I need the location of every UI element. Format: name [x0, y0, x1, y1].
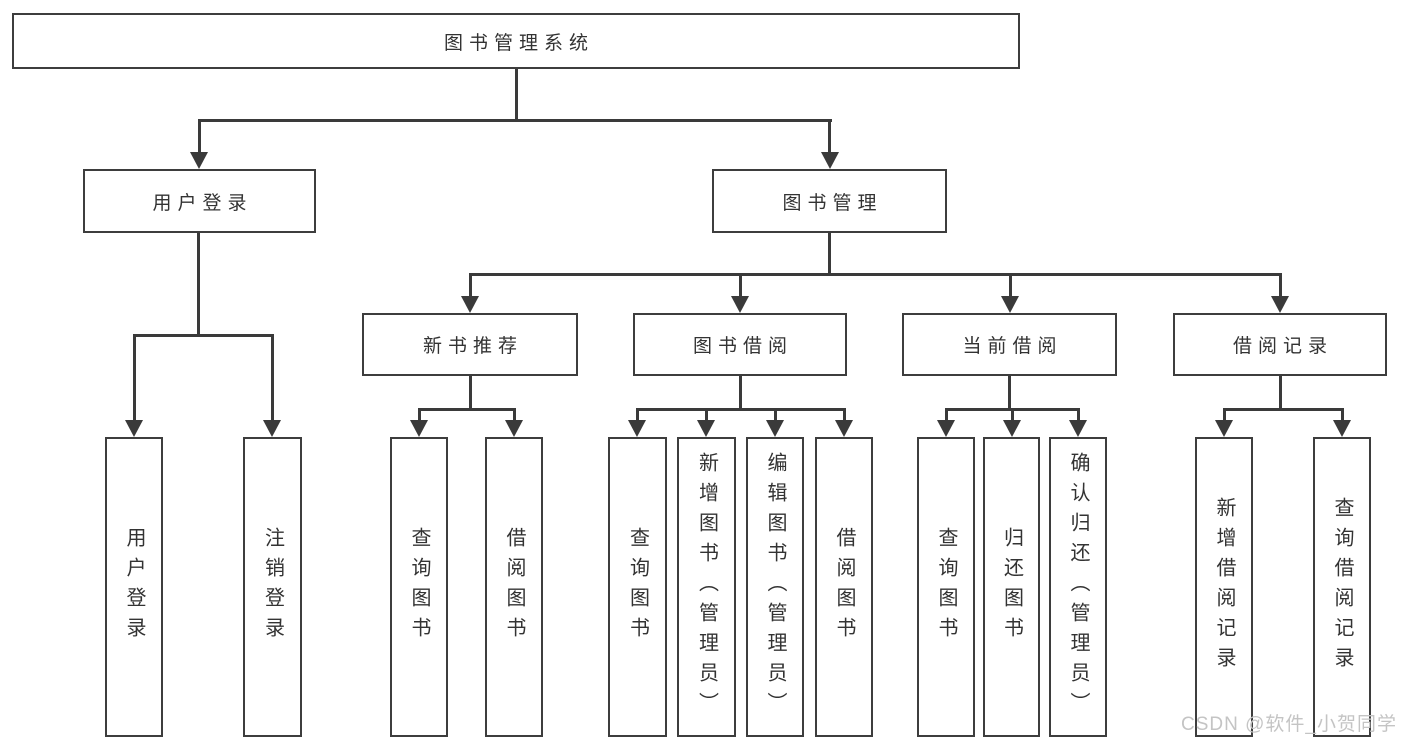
arrow-down-icon	[410, 420, 428, 437]
arrow-down-icon	[1001, 296, 1019, 313]
watermark-text: CSDN @软件_小贺同学	[1181, 714, 1397, 735]
connector-vline	[1008, 376, 1011, 410]
arrow-down-icon	[125, 420, 143, 437]
node-library-management-system: 图书管理系统	[12, 13, 1020, 69]
arrow-down-icon	[628, 420, 646, 437]
connector-vline	[1077, 408, 1080, 422]
connector-hline	[1223, 408, 1344, 411]
connector-vline	[515, 69, 518, 122]
connector-vline	[271, 334, 274, 421]
connector-vline	[1009, 273, 1012, 299]
arrow-down-icon	[1069, 420, 1087, 437]
leaf-return-books: 归还图书	[983, 437, 1040, 737]
connector-vline	[513, 408, 516, 422]
connector-vline	[469, 273, 472, 299]
leaf-query-borrow-record: 查询借阅记录	[1313, 437, 1371, 737]
leaf-borrow-books-recommend: 借阅图书	[485, 437, 543, 737]
arrow-down-icon	[1271, 296, 1289, 313]
arrow-down-icon	[1003, 420, 1021, 437]
arrow-down-icon	[190, 152, 208, 169]
connector-vline	[1011, 408, 1014, 422]
arrow-down-icon	[937, 420, 955, 437]
node-borrowing-records: 借阅记录	[1173, 313, 1387, 376]
connector-vline	[828, 233, 831, 275]
leaf-query-books-current: 查询图书	[917, 437, 975, 737]
connector-vline	[197, 233, 200, 336]
node-new-book-recommend: 新书推荐	[362, 313, 578, 376]
connector-vline	[739, 273, 742, 299]
connector-vline	[843, 408, 846, 422]
arrow-down-icon	[461, 296, 479, 313]
leaf-add-borrow-record: 新增借阅记录	[1195, 437, 1253, 737]
connector-vline	[945, 408, 948, 422]
connector-hline	[198, 119, 832, 122]
arrow-down-icon	[835, 420, 853, 437]
arrow-down-icon	[731, 296, 749, 313]
leaf-query-books-recommend: 查询图书	[390, 437, 448, 737]
connector-vline	[1341, 408, 1344, 422]
connector-vline	[774, 408, 777, 422]
connector-vline	[198, 119, 201, 154]
connector-vline	[133, 334, 136, 421]
connector-vline	[636, 408, 639, 422]
leaf-user-login: 用户登录	[105, 437, 163, 737]
connector-vline	[1279, 273, 1282, 299]
connector-vline	[705, 408, 708, 422]
connector-hline	[133, 334, 274, 337]
arrow-down-icon	[505, 420, 523, 437]
connector-hline	[418, 408, 516, 411]
node-user-login: 用户登录	[83, 169, 316, 233]
connector-hline	[636, 408, 846, 411]
connector-vline	[469, 376, 472, 410]
connector-vline	[1223, 408, 1226, 422]
arrow-down-icon	[766, 420, 784, 437]
connector-vline	[828, 119, 831, 154]
leaf-query-books-borrowing: 查询图书	[608, 437, 667, 737]
connector-vline	[739, 376, 742, 410]
connector-vline	[418, 408, 421, 422]
arrow-down-icon	[1333, 420, 1351, 437]
leaf-add-books-admin: 新增图书（管理员）	[677, 437, 736, 737]
arrow-down-icon	[697, 420, 715, 437]
connector-hline	[469, 273, 1281, 276]
node-book-borrowing: 图书借阅	[633, 313, 847, 376]
node-book-management: 图书管理	[712, 169, 947, 233]
arrow-down-icon	[821, 152, 839, 169]
leaf-confirm-return-admin: 确认归还（管理员）	[1049, 437, 1107, 737]
leaf-logout: 注销登录	[243, 437, 302, 737]
connector-vline	[1279, 376, 1282, 410]
node-current-borrowing: 当前借阅	[902, 313, 1117, 376]
leaf-borrow-books: 借阅图书	[815, 437, 873, 737]
leaf-edit-books-admin: 编辑图书（管理员）	[746, 437, 804, 737]
arrow-down-icon	[1215, 420, 1233, 437]
arrow-down-icon	[263, 420, 281, 437]
